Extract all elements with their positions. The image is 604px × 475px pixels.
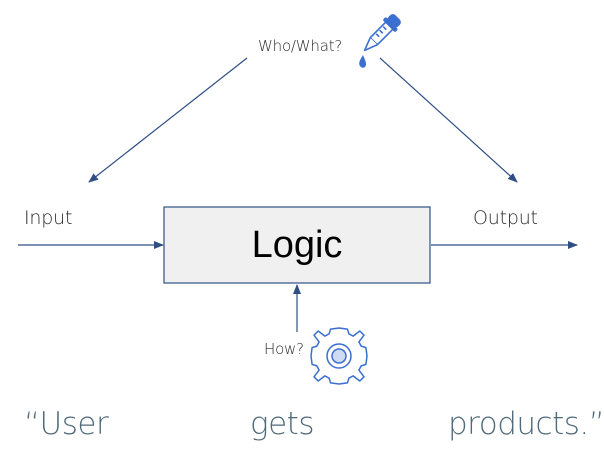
droplet-icon (359, 55, 366, 68)
quote-word-user: “User (24, 406, 109, 442)
who-to-input-arrow (88, 57, 248, 183)
quote-word-gets: gets (250, 406, 314, 442)
who-to-output-arrow (379, 57, 518, 183)
who-what-label: Who/What? (258, 37, 343, 55)
how-label: How? (264, 340, 304, 358)
gear-icon (310, 327, 368, 385)
pipette-icon (363, 14, 401, 52)
quote-word-products: products.” (448, 406, 604, 442)
logic-label: Logic (251, 223, 343, 266)
input-label: Input (24, 207, 73, 229)
logic-box (163, 206, 431, 284)
output-label: Output (473, 207, 538, 229)
